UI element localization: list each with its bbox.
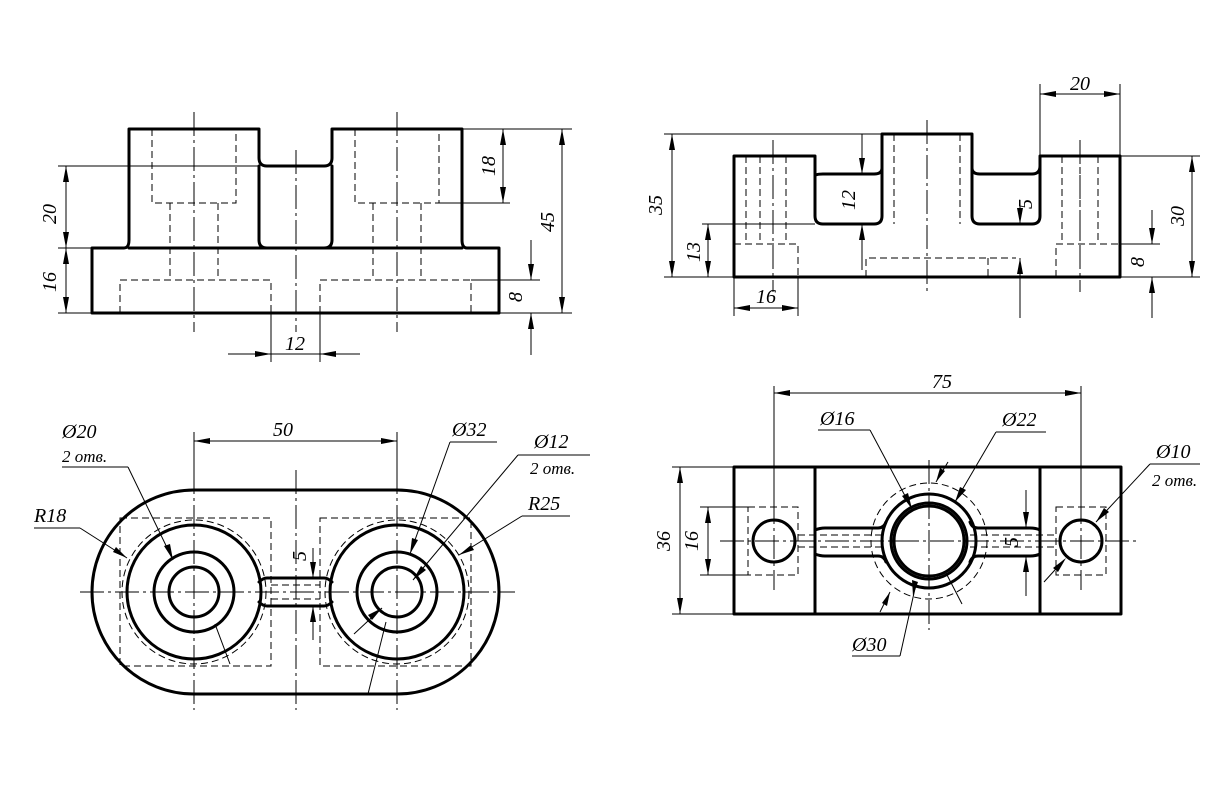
- top-view-right: 75 Ø16 Ø22 Ø10 2 отв. 36 16: [653, 371, 1200, 657]
- note-right-2holes: 2 отв.: [1152, 471, 1197, 490]
- dim-side-13: 13: [683, 242, 705, 262]
- dim-side-35: 35: [645, 195, 667, 216]
- dim-front-16: 16: [39, 272, 61, 292]
- dim-front-12: 12: [285, 333, 305, 355]
- side-view-outline: [732, 132, 1122, 279]
- dim-front-20: 20: [39, 204, 61, 224]
- dim-right-16: 16: [681, 531, 703, 551]
- dim-side-30: 30: [1167, 206, 1189, 227]
- dim-top-r18: R18: [33, 505, 66, 527]
- dim-right-dia16: Ø16: [819, 408, 854, 430]
- dim-top-5: 5: [289, 551, 311, 561]
- side-view: 20 35 13 12 5 30: [645, 73, 1200, 318]
- dim-side-12: 12: [838, 190, 860, 210]
- dim-right-dia10: Ø10: [1155, 441, 1190, 463]
- dim-top-dia20: Ø20: [61, 421, 96, 443]
- dim-front-18: 18: [478, 156, 500, 176]
- dim-top-dia32: Ø32: [451, 419, 486, 441]
- note-top-2holes-a: 2 отв.: [62, 447, 107, 466]
- top-view-left: 50 Ø20 2 отв. R18 Ø32 Ø12 2 отв. R25: [33, 419, 590, 710]
- dim-front-8: 8: [505, 292, 527, 302]
- dim-right-36: 36: [653, 531, 675, 552]
- dim-right-dia22: Ø22: [1001, 409, 1036, 431]
- dim-top-r25: R25: [527, 493, 560, 515]
- dim-side-20: 20: [1070, 73, 1090, 95]
- front-view-outline: [90, 127, 501, 315]
- dim-right-5: 5: [1001, 537, 1023, 547]
- dim-right-dia30: Ø30: [851, 634, 886, 656]
- note-top-2holes-b: 2 отв.: [530, 459, 575, 478]
- dim-top-dia12: Ø12: [533, 431, 568, 453]
- front-view: 20 16 18 45 8 12: [39, 112, 572, 362]
- dim-right-75: 75: [932, 371, 952, 393]
- dim-side-8: 8: [1127, 257, 1149, 267]
- dim-front-45: 45: [537, 212, 559, 232]
- dim-side-5: 5: [1015, 199, 1037, 209]
- dim-side-16: 16: [756, 286, 776, 308]
- dim-top-50: 50: [273, 419, 293, 441]
